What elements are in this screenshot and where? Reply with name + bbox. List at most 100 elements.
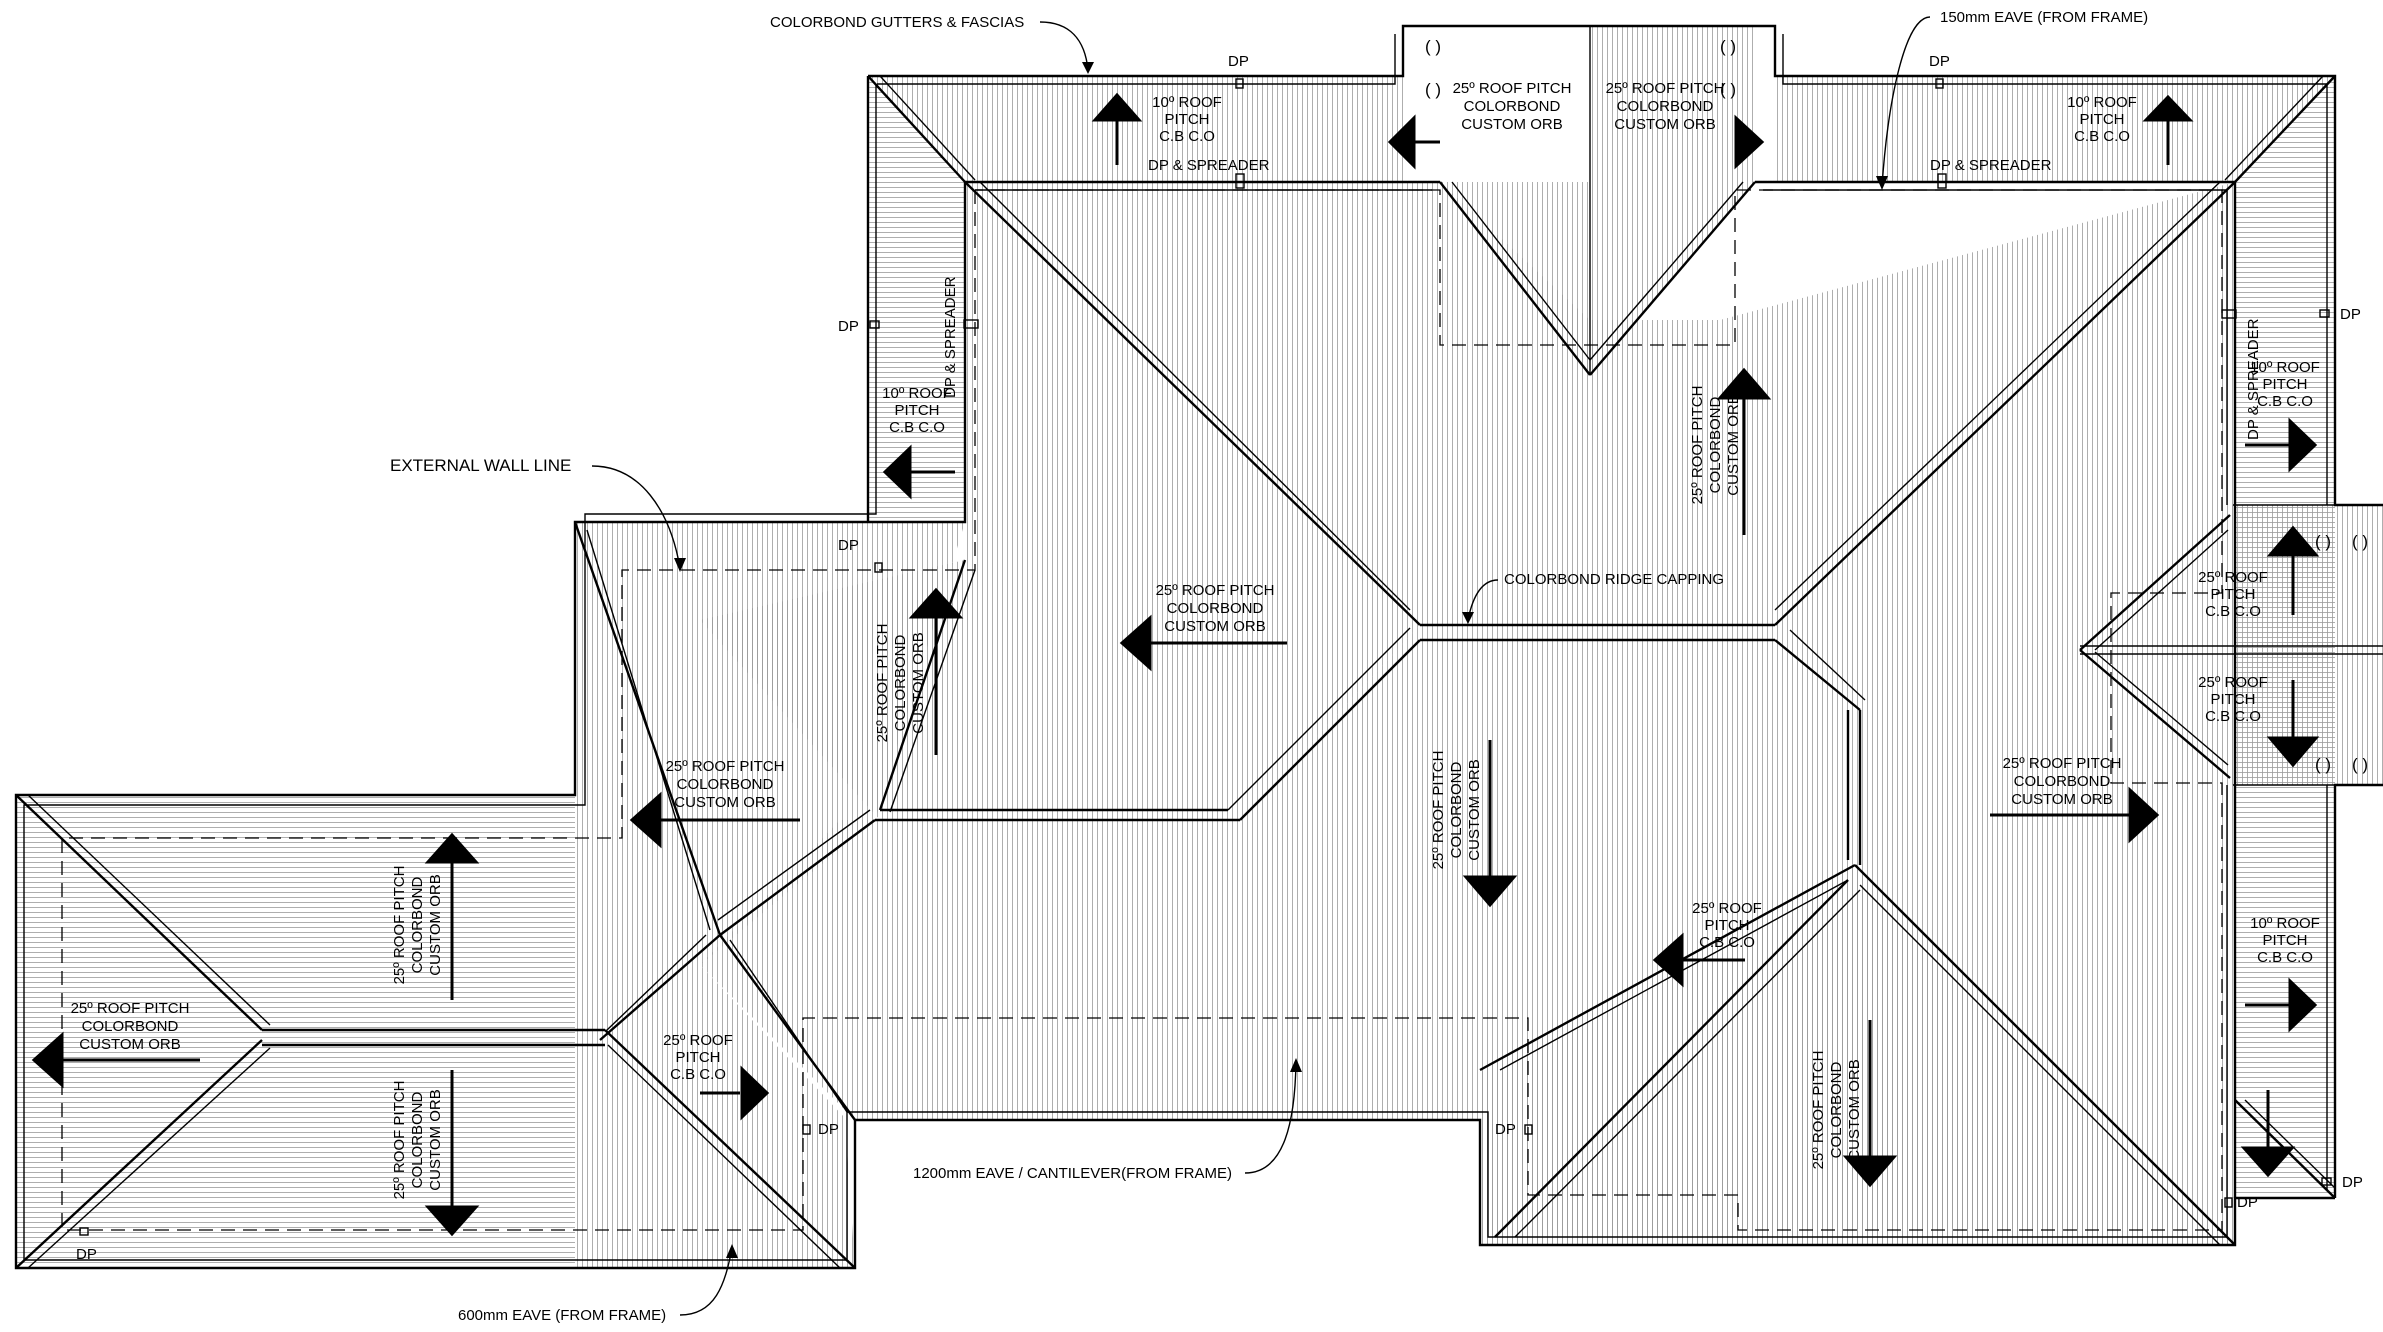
svg-text:25º ROOF: 25º ROOF (2198, 674, 2268, 691)
downpipe-marker: DP (2321, 1174, 2363, 1191)
svg-text:COLORBOND: COLORBOND (892, 634, 909, 731)
svg-text:C.B C.O: C.B C.O (1699, 934, 1755, 951)
svg-text:25º ROOF PITCH: 25º ROOF PITCH (666, 758, 785, 775)
svg-text:DP & SPREADER: DP & SPREADER (2245, 318, 2262, 440)
svg-text:COLORBOND: COLORBOND (1707, 396, 1724, 493)
downpipe-marker: DP (2319, 306, 2361, 323)
svg-text:COLORBOND GUTTERS & FASCIAS: COLORBOND GUTTERS & FASCIAS (770, 14, 1024, 31)
svg-text:COLORBOND: COLORBOND (1828, 1061, 1845, 1158)
svg-text:25º ROOF PITCH: 25º ROOF PITCH (2003, 755, 2122, 772)
roof-plane-bottom-right-wing (1480, 865, 2235, 1245)
svg-text:COLORBOND: COLORBOND (1167, 600, 1264, 617)
svg-text:DP: DP (818, 1121, 839, 1138)
svg-text:( ): ( ) (2352, 532, 2368, 551)
arrow-up-icon (424, 832, 480, 1000)
arrow-down-icon (2240, 1090, 2296, 1178)
svg-text:25º ROOF: 25º ROOF (2198, 569, 2268, 586)
svg-text:600mm EAVE (FROM FRAME): 600mm EAVE (FROM FRAME) (458, 1307, 666, 1324)
roof-plane-skillion-top-left (868, 76, 1403, 182)
callouts: COLORBOND GUTTERS & FASCIAS 150mm EAVE (… (390, 9, 2148, 1324)
svg-text:CUSTOM ORB: CUSTOM ORB (1725, 394, 1742, 495)
svg-text:CUSTOM ORB: CUSTOM ORB (2011, 791, 2112, 808)
downpipe-marker: DP (1929, 53, 1950, 89)
callout-gutters: COLORBOND GUTTERS & FASCIAS (770, 14, 1094, 74)
spreader-marker-vertical: DP & SPREADER (2221, 309, 2262, 440)
svg-text:CUSTOM ORB: CUSTOM ORB (1846, 1059, 1863, 1160)
svg-text:( ): ( ) (2352, 755, 2368, 774)
fall-arrows (31, 92, 2320, 1237)
arrow-left-icon (629, 791, 800, 849)
svg-text:C.B C.O: C.B C.O (1159, 128, 1215, 145)
svg-text:DP: DP (838, 318, 859, 335)
pitch-label-10-top-right: 10º ROOF PITCH C.B C.O (2067, 94, 2137, 145)
pitch-label-25-vertical-bottom-right: 25º ROOF PITCH COLORBOND CUSTOM ORB (1810, 1051, 1863, 1170)
arrow-right-icon (2245, 977, 2318, 1033)
svg-text:25º ROOF PITCH: 25º ROOF PITCH (874, 624, 891, 743)
svg-text:CUSTOM ORB: CUSTOM ORB (674, 794, 775, 811)
svg-text:C.B C.O: C.B C.O (670, 1066, 726, 1083)
svg-text:( ): ( ) (2315, 755, 2331, 774)
svg-text:PITCH: PITCH (676, 1049, 721, 1066)
arrow-left-icon (1119, 614, 1287, 672)
arrow-up-icon (2266, 525, 2320, 615)
svg-text:25º ROOF PITCH: 25º ROOF PITCH (71, 1000, 190, 1017)
svg-text:25º ROOF PITCH: 25º ROOF PITCH (1156, 582, 1275, 599)
svg-text:DP: DP (838, 537, 859, 554)
pitch-label-25s-bottom-centre: 25º ROOF PITCH C.B C.O (1692, 900, 1762, 951)
svg-text:DP & SPREADER: DP & SPREADER (1930, 157, 2052, 174)
downpipes: DP DP DP DP DP DP DP DP (76, 53, 2363, 1263)
pitch-label-25-vertical-left-wing: 25º ROOF PITCH COLORBOND CUSTOM ORB (874, 624, 927, 743)
downpipe-marker: DP (2224, 1194, 2258, 1211)
svg-text:25º ROOF: 25º ROOF (663, 1032, 733, 1049)
downpipe-marker: DP (1228, 53, 1249, 89)
pitch-label-25-left-wing: 25º ROOF PITCH COLORBOND CUSTOM ORB (666, 758, 785, 811)
svg-text:CUSTOM ORB: CUSTOM ORB (427, 874, 444, 975)
arrow-left-icon (1387, 114, 1440, 170)
svg-text:COLORBOND: COLORBOND (1464, 98, 1561, 115)
svg-text:C.B C.O: C.B C.O (2074, 128, 2130, 145)
svg-text:DP: DP (2340, 306, 2361, 323)
downpipe-marker: DP (76, 1227, 97, 1263)
svg-text:150mm EAVE (FROM FRAME): 150mm EAVE (FROM FRAME) (1940, 9, 2148, 26)
arrow-right-icon (1734, 114, 1765, 170)
spreader-marker: DP & SPREADER (1148, 157, 1270, 189)
svg-text:DP: DP (1929, 53, 1950, 70)
pitch-label-25-far-left: 25º ROOF PITCH COLORBOND CUSTOM ORB (71, 1000, 190, 1053)
arrow-left-icon (31, 1031, 200, 1089)
arrow-down-icon (2266, 680, 2320, 768)
pitch-label-25-vertical-far-left-lower: 25º ROOF PITCH COLORBOND CUSTOM ORB (391, 1081, 444, 1200)
svg-text:DP: DP (76, 1246, 97, 1263)
arrow-down-icon (1462, 740, 1518, 908)
svg-text:COLORBOND: COLORBOND (1448, 761, 1465, 858)
svg-text:PITCH: PITCH (2211, 691, 2256, 708)
svg-text:PITCH: PITCH (2211, 586, 2256, 603)
arrow-right-icon (700, 1065, 770, 1121)
downpipe-marker: DP (1495, 1121, 1533, 1138)
downpipe-marker: DP (838, 537, 883, 573)
svg-text:CUSTOM ORB: CUSTOM ORB (79, 1036, 180, 1053)
svg-text:COLORBOND: COLORBOND (409, 1091, 426, 1188)
svg-text:25º ROOF PITCH: 25º ROOF PITCH (1810, 1051, 1827, 1170)
svg-text:CUSTOM ORB: CUSTOM ORB (427, 1089, 444, 1190)
svg-text:COLORBOND: COLORBOND (677, 776, 774, 793)
svg-text:1200mm EAVE / CANTILEVER(FROM: 1200mm EAVE / CANTILEVER(FROM FRAME) (913, 1165, 1232, 1182)
arrow-down-icon (1842, 1020, 1898, 1188)
spreader-marker: DP & SPREADER (1930, 157, 2052, 189)
svg-text:COLORBOND: COLORBOND (1617, 98, 1714, 115)
svg-text:DP & SPREADER: DP & SPREADER (942, 276, 959, 398)
pitch-label-10-right-upper: 10º ROOF PITCH C.B C.O (2250, 359, 2320, 410)
svg-text:EXTERNAL WALL LINE: EXTERNAL WALL LINE (390, 456, 571, 475)
pitch-label-25-vertical-far-left-upper: 25º ROOF PITCH COLORBOND CUSTOM ORB (391, 866, 444, 985)
svg-text:25º ROOF PITCH: 25º ROOF PITCH (1606, 80, 1725, 97)
svg-text:COLORBOND: COLORBOND (2014, 773, 2111, 790)
svg-text:CUSTOM ORB: CUSTOM ORB (1164, 618, 1265, 635)
pitch-label-25s-left-wing-lower: 25º ROOF PITCH C.B C.O (663, 1032, 733, 1083)
svg-text:DP: DP (1495, 1121, 1516, 1138)
svg-text:CUSTOM ORB: CUSTOM ORB (1461, 116, 1562, 133)
external-wall-line (61, 189, 2223, 1231)
svg-text:25º ROOF: 25º ROOF (1692, 900, 1762, 917)
svg-text:10º ROOF: 10º ROOF (2067, 94, 2137, 111)
downpipe-marker: DP (838, 318, 880, 335)
callout-ridge-capping: COLORBOND RIDGE CAPPING (1462, 571, 1724, 624)
svg-text:25º ROOF PITCH: 25º ROOF PITCH (391, 1081, 408, 1200)
